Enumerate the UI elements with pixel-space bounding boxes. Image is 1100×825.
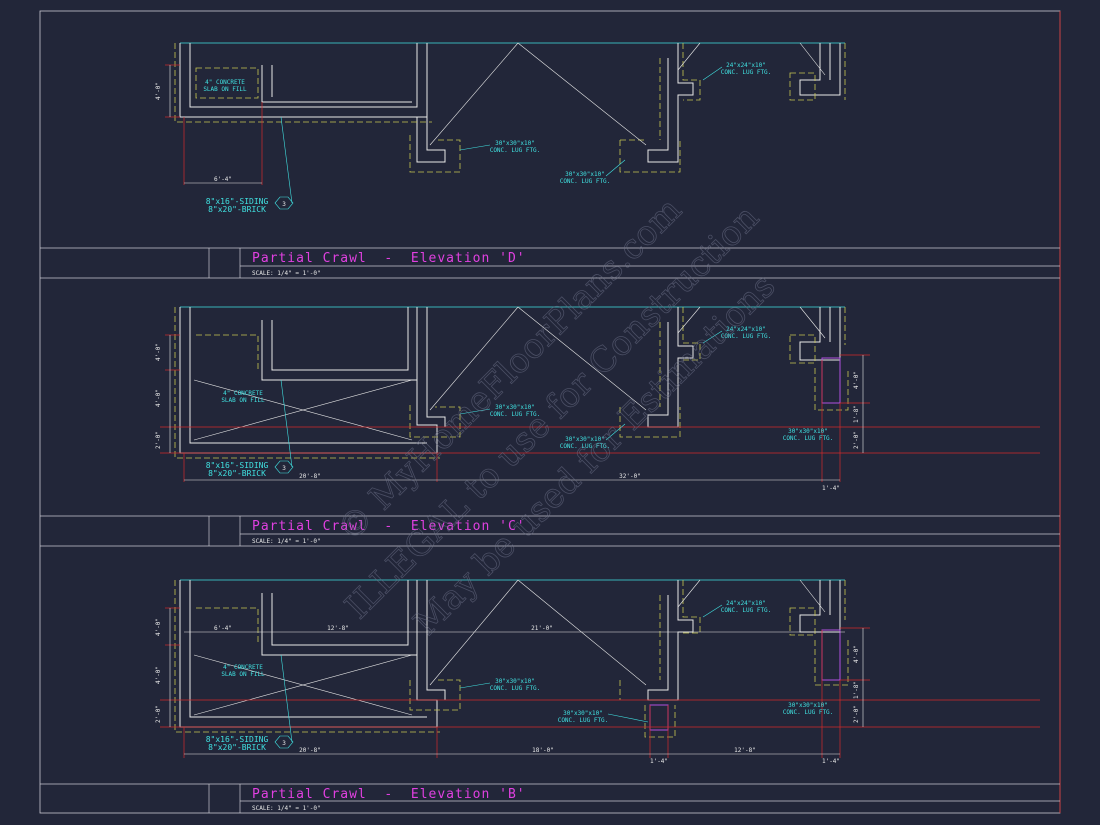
title-block-d xyxy=(40,247,1060,279)
note-lug: 30"x30"x10" xyxy=(565,436,605,443)
note-lug: CONC. LUG FTG. xyxy=(558,717,609,724)
dim-label: 6'-4" xyxy=(214,625,232,632)
dim-label: 20'-8" xyxy=(299,747,321,754)
dim-label: 4'-0" xyxy=(853,371,860,389)
note-lug: CONC. LUG FTG. xyxy=(490,411,541,418)
note-lug: 30"x30"x10" xyxy=(563,710,603,717)
note-lug: CONC. LUG FTG. xyxy=(721,333,772,340)
note-lug: CONC. LUG FTG. xyxy=(783,709,834,716)
panel-title: Partial Crawl - Elevation 'D' xyxy=(252,251,526,266)
watermark-line: May be used for Estimations xyxy=(406,266,783,643)
note-lug: 30"x30"x10" xyxy=(495,678,535,685)
panel-scale: SCALE: 1/4" = 1'-0" xyxy=(252,538,321,545)
note-siding: 8"x16"-SIDING xyxy=(206,735,269,744)
dim-label: 1'-4" xyxy=(822,758,840,765)
note-slab: 4" CONCRETE xyxy=(205,79,245,86)
panel-title: Partial Crawl - Elevation 'B' xyxy=(252,787,526,802)
note-lug: CONC. LUG FTG. xyxy=(783,435,834,442)
note-brick: 8"x20"-BRICK xyxy=(208,743,266,752)
note-lug: 24"x24"x10" xyxy=(726,62,766,69)
dim-label: 21'-0" xyxy=(531,625,553,632)
note-lug: 30"x30"x10" xyxy=(565,171,605,178)
dim-label: 6'-4" xyxy=(214,176,232,183)
dim-label: 1'-4" xyxy=(822,485,840,492)
dim-label: 4'-0" xyxy=(155,618,162,636)
dim-label: 20'-8" xyxy=(299,473,321,480)
note-slab: SLAB ON FILL xyxy=(203,86,247,93)
watermark: © MyHomeFloorPlans.com ILLEGAL to use fo… xyxy=(329,189,783,643)
dim-label: 1'-8" xyxy=(853,681,860,699)
note-lug: CONC. LUG FTG. xyxy=(490,685,541,692)
note-lug: 24"x24"x10" xyxy=(726,600,766,607)
panel-scale: SCALE: 1/4" = 1'-0" xyxy=(252,270,321,277)
panel-scale: SCALE: 1/4" = 1'-0" xyxy=(252,805,321,812)
dim-label: 4'-0" xyxy=(155,82,162,100)
note-brick: 8"x20"-BRICK xyxy=(208,469,266,478)
dim-label: 2'-0" xyxy=(853,705,860,723)
note-lug: CONC. LUG FTG. xyxy=(721,607,772,614)
dim-label: 4'-0" xyxy=(155,389,162,407)
note-lug: 30"x30"x10" xyxy=(495,404,535,411)
detail-tag: 3 xyxy=(282,465,286,472)
panel-elevation-d: 6'-4" 4'-0" 4" CONCRETE SLAB ON FILL 30"… xyxy=(155,42,846,214)
dim-label: 12'-8" xyxy=(327,625,349,632)
dim-label: 12'-8" xyxy=(734,747,756,754)
dim-label: 18'-0" xyxy=(532,747,554,754)
note-lug: 24"x24"x10" xyxy=(726,326,766,333)
panel-elevation-b: 6'-4" 12'-8" 21'-0" 20'-8" 18'-0" 12'-8"… xyxy=(155,579,1040,765)
dim-label: 2'-0" xyxy=(155,431,162,449)
dim-label: 1'-8" xyxy=(853,405,860,423)
panel-elevation-c: 20'-8" 32'-0" 1'-4" 4'-0" 4'-0" 2'-0" 4'… xyxy=(155,306,1040,492)
panel-title: Partial Crawl - Elevation 'C' xyxy=(252,519,526,534)
note-lug: CONC. LUG FTG. xyxy=(560,443,611,450)
note-lug: 30"x30"x10" xyxy=(495,140,535,147)
note-siding: 8"x16"-SIDING xyxy=(206,197,269,206)
note-slab: SLAB ON FILL xyxy=(221,397,265,404)
note-slab: SLAB ON FILL xyxy=(221,671,265,678)
dim-label: 4'-0" xyxy=(155,343,162,361)
note-lug: CONC. LUG FTG. xyxy=(490,147,541,154)
note-slab: 4" CONCRETE xyxy=(223,664,263,671)
detail-tag: 3 xyxy=(282,740,286,747)
note-lug: 30"x30"x10" xyxy=(788,428,828,435)
title-block-b xyxy=(40,783,1060,813)
note-lug: CONC. LUG FTG. xyxy=(721,69,772,76)
note-slab: 4" CONCRETE xyxy=(223,390,263,397)
dim-label: 4'-0" xyxy=(155,666,162,684)
note-lug: 30"x30"x10" xyxy=(788,702,828,709)
title-block-c xyxy=(40,515,1060,547)
note-lug: CONC. LUG FTG. xyxy=(560,178,611,185)
dim-label: 2'-0" xyxy=(155,705,162,723)
sheet-border xyxy=(39,10,1061,814)
dim-label: 4'-0" xyxy=(853,645,860,663)
dim-label: 1'-4" xyxy=(650,758,668,765)
dim-label: 32'-0" xyxy=(619,473,641,480)
detail-tag: 3 xyxy=(282,201,286,208)
note-siding: 8"x16"-SIDING xyxy=(206,461,269,470)
dim-label: 2'-0" xyxy=(853,431,860,449)
note-brick: 8"x20"-BRICK xyxy=(208,205,266,214)
